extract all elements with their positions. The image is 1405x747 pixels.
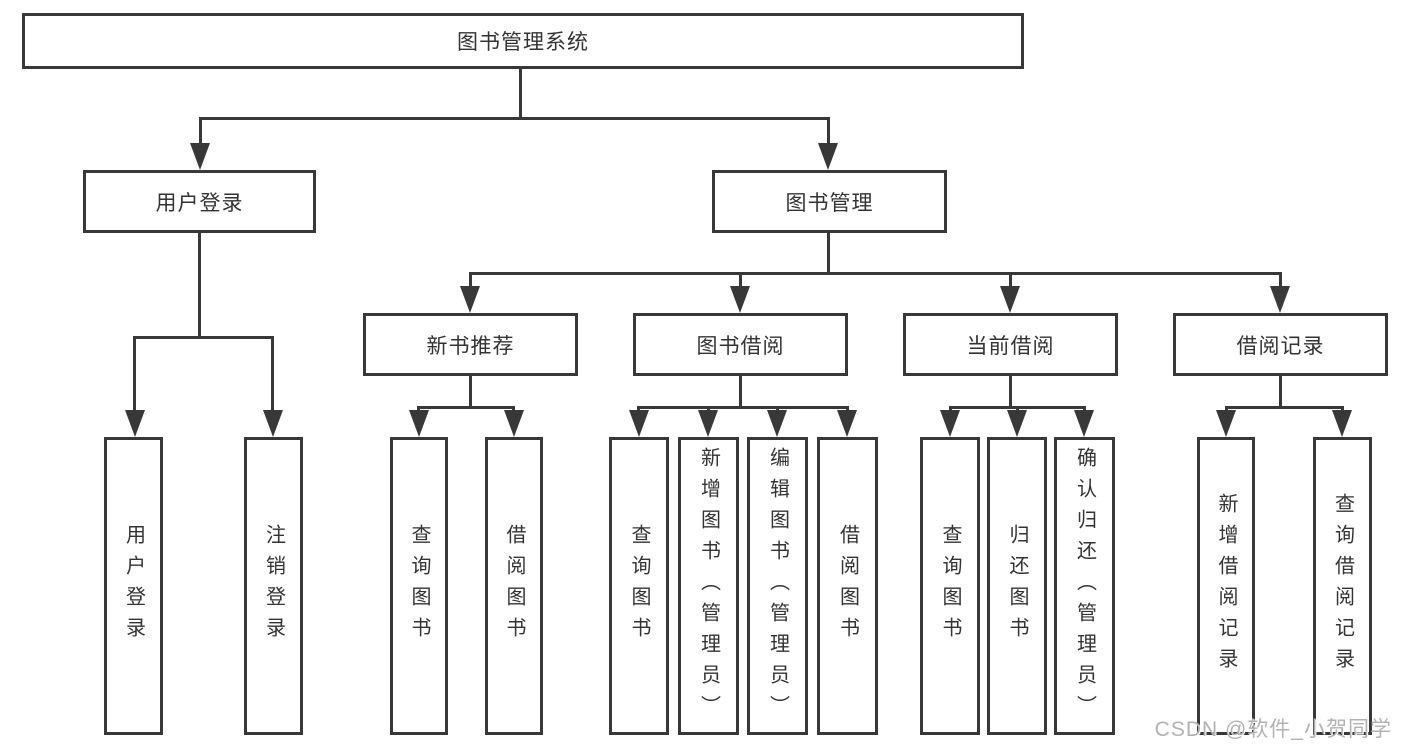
leaf-nb-borrow-books: 借阅图书 — [485, 437, 543, 735]
arrowhead-rc-add-icon — [1216, 410, 1236, 437]
arrowhead-cu-confirm-icon — [1074, 410, 1094, 437]
arrowhead-current-icon — [1000, 286, 1020, 313]
connector-drop-login-leaf — [133, 336, 136, 412]
leaf-bw-borrow-books: 借阅图书 — [817, 437, 878, 735]
node-root-label: 图书管理系统 — [457, 31, 589, 54]
connector-drop-user-login — [199, 117, 202, 147]
leaf-bw-borrow-books-label: 借阅图书 — [836, 524, 859, 648]
connector-drop-records — [1279, 272, 1282, 288]
connector-drop-new-books — [469, 272, 472, 288]
arrowhead-nb-borrow-icon — [504, 410, 524, 437]
node-current-borrowing: 当前借阅 — [903, 313, 1118, 376]
node-book-management: 图书管理 — [712, 170, 947, 233]
leaf-rc-add-record: 新增借阅记录 — [1197, 437, 1255, 735]
leaf-nb-query-books: 查询图书 — [390, 437, 448, 735]
leaf-cu-return-books: 归还图书 — [987, 437, 1047, 735]
leaf-cu-return-books-label: 归还图书 — [1006, 524, 1028, 648]
leaf-cu-confirm-return-admin-label: 确认归还（管理员） — [1073, 446, 1096, 726]
node-user-login-label: 用户登录 — [155, 191, 244, 215]
leaf-bw-edit-books-admin-label: 编辑图书（管理员） — [766, 446, 789, 726]
node-new-book-recommend: 新书推荐 — [363, 313, 578, 376]
connector-newbooks-rail — [417, 406, 515, 409]
connector-borrowing-stem — [739, 376, 742, 409]
arrowhead-rc-query-icon — [1332, 410, 1352, 437]
node-new-book-recommend-label: 新书推荐 — [426, 334, 515, 358]
leaf-bw-add-books-admin: 新增图书（管理员） — [678, 437, 739, 735]
arrowhead-book-mgmt-icon — [818, 143, 838, 170]
node-book-borrowing: 图书借阅 — [633, 313, 848, 376]
node-current-borrowing-label: 当前借阅 — [966, 334, 1055, 358]
leaf-bw-edit-books-admin: 编辑图书（管理员） — [747, 437, 808, 735]
connector-current-stem — [1009, 376, 1012, 409]
arrowhead-cu-return-icon — [1007, 410, 1027, 437]
arrowhead-cu-query-icon — [940, 410, 960, 437]
node-book-borrowing-label: 图书借阅 — [696, 334, 785, 358]
arrowhead-records-icon — [1270, 286, 1290, 313]
leaf-cu-query-books: 查询图书 — [920, 437, 980, 735]
connector-bookmgmt-rail — [469, 272, 1282, 275]
leaf-bw-query-books: 查询图书 — [609, 437, 669, 735]
connector-newbooks-stem — [469, 376, 472, 409]
connector-drop-current — [1009, 272, 1012, 288]
leaf-cu-confirm-return-admin: 确认归还（管理员） — [1054, 437, 1115, 735]
connector-records-stem — [1279, 376, 1282, 409]
connector-drop-borrowing — [739, 272, 742, 288]
leaf-rc-add-record-label: 新增借阅记录 — [1215, 493, 1237, 679]
node-user-login: 用户登录 — [83, 170, 316, 233]
arrowhead-bw-borrow-icon — [837, 410, 857, 437]
arrowhead-bw-query-icon — [629, 410, 649, 437]
connector-drop-logout-leaf — [271, 336, 274, 412]
connector-root-stem — [519, 69, 522, 120]
arrowhead-user-login-icon — [190, 143, 210, 170]
leaf-bw-query-books-label: 查询图书 — [628, 524, 650, 648]
leaf-nb-query-books-label: 查询图书 — [408, 524, 430, 648]
node-borrowing-records-label: 借阅记录 — [1236, 334, 1325, 358]
leaf-rc-query-record: 查询借阅记录 — [1313, 437, 1372, 735]
leaf-logout-label: 注销登录 — [262, 524, 285, 648]
node-root: 图书管理系统 — [22, 13, 1024, 69]
arrowhead-new-books-icon — [460, 286, 480, 313]
arrowhead-bw-add-icon — [698, 410, 718, 437]
arrowhead-logout-leaf-icon — [263, 410, 283, 437]
leaf-rc-query-record-label: 查询借阅记录 — [1331, 493, 1354, 679]
leaf-nb-borrow-books-label: 借阅图书 — [503, 524, 525, 648]
leaf-user-login: 用户登录 — [104, 437, 163, 735]
arrowhead-nb-query-icon — [409, 410, 429, 437]
connector-bookmgmt-stem — [827, 233, 830, 275]
arrowhead-borrowing-icon — [730, 286, 750, 313]
connector-records-rail — [1225, 406, 1344, 409]
connector-drop-book-mgmt — [827, 117, 830, 147]
leaf-bw-add-books-admin-label: 新增图书（管理员） — [697, 446, 720, 726]
arrowhead-bw-edit-icon — [767, 410, 787, 437]
node-book-management-label: 图书管理 — [785, 191, 874, 215]
leaf-logout: 注销登录 — [244, 437, 303, 735]
watermark: CSDN @软件_小贺同学 — [1154, 718, 1392, 741]
connector-root-rail — [199, 117, 830, 120]
connector-userlogin-rail — [133, 336, 274, 339]
node-borrowing-records: 借阅记录 — [1173, 313, 1388, 376]
leaf-cu-query-books-label: 查询图书 — [939, 524, 961, 648]
connector-userlogin-stem — [198, 233, 201, 339]
leaf-user-login-label: 用户登录 — [122, 524, 145, 648]
arrowhead-login-leaf-icon — [125, 410, 145, 437]
connector-borrowing-rail — [637, 406, 849, 409]
